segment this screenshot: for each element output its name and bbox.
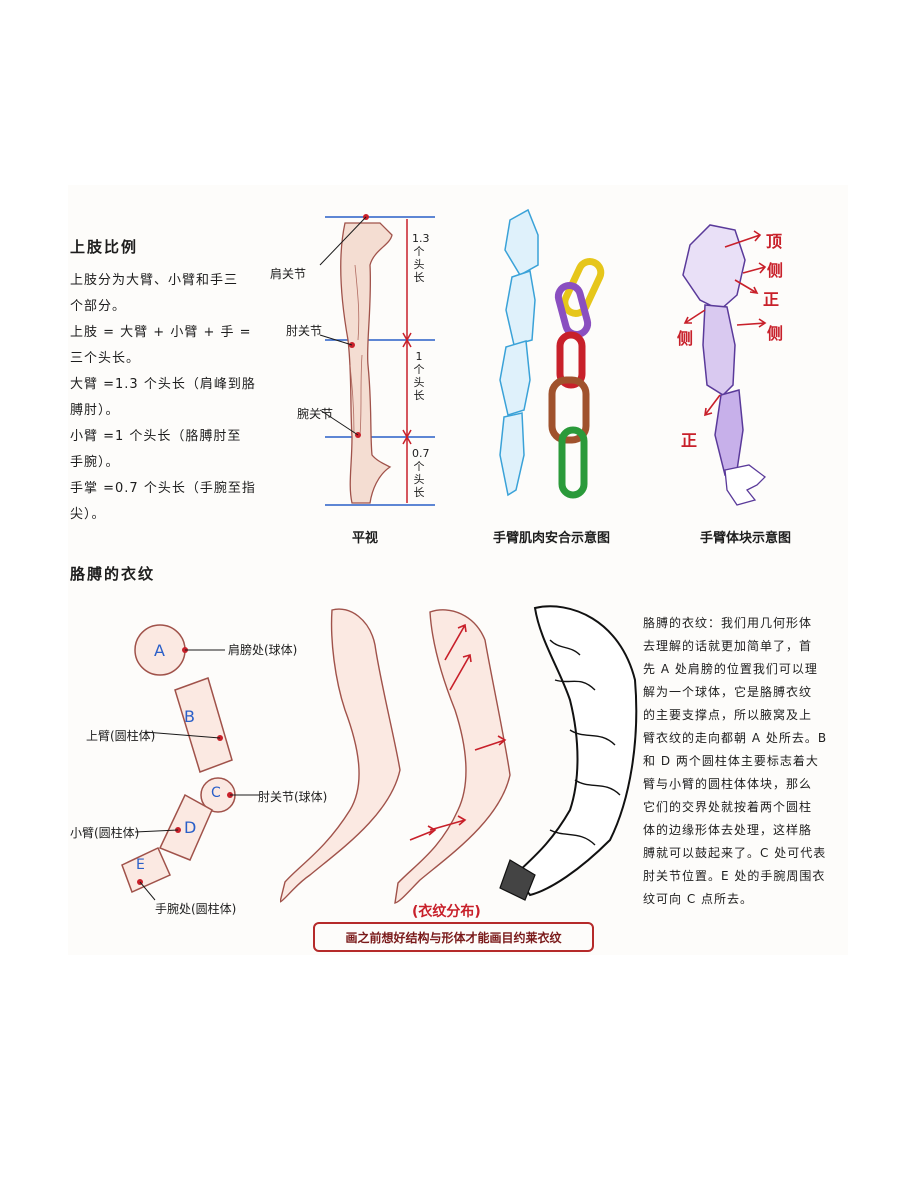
wrist-joint-label: 腕关节 xyxy=(297,407,334,421)
block-side-label-1: 侧 xyxy=(767,261,784,280)
upper-arm-length-label: 1.3个头长 xyxy=(412,232,430,284)
geo-label-e: E xyxy=(136,857,145,873)
geo-label-d: D xyxy=(184,818,197,837)
block-front-label-1: 正 xyxy=(763,290,780,309)
elbow-joint-label: 肘关节 xyxy=(286,324,323,338)
section-title-proportion: 上肢比例 xyxy=(70,238,139,256)
geo-label-a: A xyxy=(154,641,165,660)
fold-distribution-title: (衣纹分布) xyxy=(412,904,481,920)
shoulder-joint-label: 肩关节 xyxy=(270,267,307,281)
block-side-label-3: 侧 xyxy=(767,324,784,343)
front-view-arm-drawing xyxy=(319,214,435,506)
section-title-folds: 胳膊的衣纹 xyxy=(70,565,156,583)
fold-arm-drawings xyxy=(280,605,638,904)
geo-elbow-label: 肘关节(球体) xyxy=(258,790,328,804)
geo-upper-arm-label: 上臂(圆柱体) xyxy=(86,729,156,743)
arm-block-caption: 手臂体块示意图 xyxy=(700,531,792,546)
fold-explanation-text: 胳膊的衣纹：我们用几何形体 去理解的话就更加简单了，首 先 A 处肩膀的位置我们… xyxy=(643,616,828,906)
geo-shoulder-label: 肩膀处(球体) xyxy=(228,643,298,657)
proportion-text: 上肢分为大臂、小臂和手三 个部分。 上肢 = 大臂 + 小臂 + 手 = 三个头… xyxy=(70,273,256,522)
geometric-arm-drawing xyxy=(121,624,260,901)
muscle-chain-drawing xyxy=(499,208,605,499)
block-top-label: 顶 xyxy=(766,232,783,251)
arm-block-drawing xyxy=(682,224,767,506)
block-side-label-2: 侧 xyxy=(677,329,694,348)
front-view-caption: 平视 xyxy=(352,531,379,546)
muscle-chain-caption: 手臂肌肉安合示意图 xyxy=(493,531,611,546)
forearm-length-label: 1个头长 xyxy=(413,350,425,402)
fold-distribution-banner: 画之前想好结构与形体才能画目约莱衣纹 xyxy=(313,922,594,952)
hand-length-label: 0.7个头长 xyxy=(412,447,430,499)
geo-forearm-label: 小臂(圆柱体) xyxy=(70,826,140,840)
block-front-label-2: 正 xyxy=(681,431,698,450)
geo-wrist-label: 手腕处(圆柱体) xyxy=(155,902,237,916)
geo-label-b: B xyxy=(184,707,195,726)
geo-label-c: C xyxy=(211,785,221,801)
